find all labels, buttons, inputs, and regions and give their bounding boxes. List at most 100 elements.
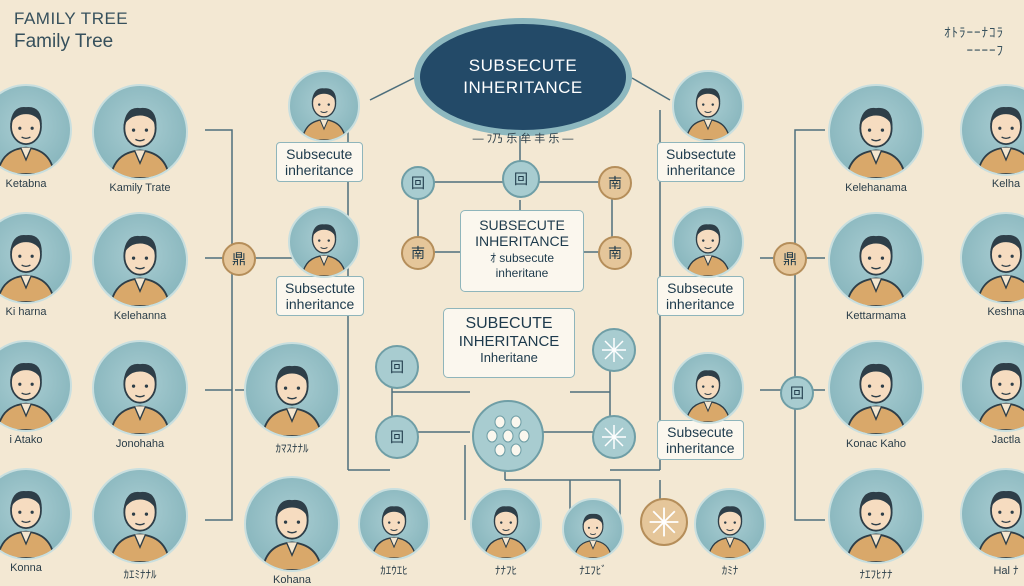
portrait-label: Konna [10, 562, 42, 574]
node-gold-icon: 南 [598, 236, 632, 270]
portrait-label: Kelehanna [113, 310, 167, 322]
portrait-avatar [92, 340, 188, 436]
node-sunburst-icon [592, 328, 636, 372]
center-box-upper: SUBSECUTE INHERITANCE ｵ subsecute inheri… [460, 210, 584, 292]
tag-left-mid: Subsectute inheritance [276, 276, 365, 317]
title: Family Tree [14, 31, 114, 52]
tag-line: inheritance [285, 296, 355, 313]
tag-right-low: Subsecute inheritance [657, 420, 744, 461]
node-square-icon: 回 [502, 160, 540, 198]
seal-glyph: 鼎 [232, 251, 246, 267]
square-glyph: 回 [390, 359, 404, 375]
node-square-icon: 回 [375, 415, 419, 459]
japanese-heading-line2: ｰｰｰｰﾌ [966, 43, 1004, 58]
person-icon [261, 499, 323, 570]
portrait-label: Hal ﾅ [993, 565, 1019, 577]
portrait-avatar [92, 212, 188, 308]
portrait-label: Jactla [991, 434, 1021, 446]
portrait-label: ｶｴﾐﾅﾅﾙ [123, 569, 157, 581]
center-upper-line1: SUBSECUTE [479, 217, 565, 233]
node-sunburst-icon [640, 498, 688, 546]
portrait-label: Kohana [273, 574, 311, 586]
person-icon [976, 106, 1024, 174]
oval-subtitle: — ﾌ乃 乐 牟 丰 乐 — [472, 133, 574, 145]
portrait-avatar [672, 70, 744, 142]
person-icon [109, 491, 171, 562]
person-icon [707, 506, 753, 558]
portrait-avatar [244, 342, 340, 438]
portrait-avatar [0, 340, 72, 432]
cluster-node-icon [472, 400, 544, 472]
portrait-avatar [828, 468, 924, 564]
person-icon [109, 235, 171, 306]
sunburst-icon [649, 507, 679, 537]
portrait-label: ﾅﾅﾌﾋ [495, 565, 517, 577]
person-icon [0, 490, 56, 558]
center-lower-line2: INHERITANCE [458, 333, 560, 350]
portrait-avatar [288, 206, 360, 278]
node-gold-icon: 南 [598, 166, 632, 200]
person-icon [845, 491, 907, 562]
gold-glyph: 南 [608, 245, 622, 261]
person-icon [976, 362, 1024, 430]
portrait-avatar [244, 476, 340, 572]
center-upper-line4: inheritane [495, 266, 549, 280]
sunburst-icon [602, 425, 626, 449]
person-icon [483, 506, 529, 558]
portrait-label: ﾅｴﾌﾋﾅﾅ [859, 569, 893, 581]
center-box-lower: SUBECUTE INHERITANCE Inheritane [443, 308, 575, 378]
portrait-label: ｶﾏｽﾅﾅﾙ [275, 443, 309, 455]
japanese-heading-line1: ｵﾄﾗｰｰﾅｺﾗ [944, 25, 1004, 40]
node-square-icon: 回 [401, 166, 435, 200]
person-icon [573, 513, 613, 558]
person-icon [0, 234, 56, 302]
person-icon [845, 107, 907, 178]
gold-glyph: 南 [608, 175, 622, 191]
square-glyph: 回 [790, 385, 804, 401]
tag-line: inheritance [285, 162, 354, 179]
center-upper-line3: ｵ subsecute [489, 251, 555, 265]
portrait-avatar [92, 468, 188, 564]
oval-line1: SUBSECUTE [468, 56, 578, 75]
person-icon [109, 363, 171, 434]
tag-line: inheritance [666, 162, 736, 179]
portrait-label: ｶﾐﾅ [721, 565, 739, 577]
person-icon [685, 224, 731, 276]
portrait-avatar [0, 212, 72, 304]
tag-line: Subsectute [285, 280, 356, 296]
node-square-icon: 回 [375, 345, 419, 389]
portrait-label: ﾅｴﾌﾋﾞ [579, 565, 607, 577]
node-seal-icon: 鼎 [222, 242, 256, 276]
tag-left-top: Subsecute inheritance [276, 142, 363, 183]
person-icon [371, 506, 417, 558]
node-square-icon: 回 [780, 376, 814, 410]
tag-line: Subsecute [667, 280, 734, 296]
seal-glyph: 鼎 [783, 251, 797, 267]
square-glyph: 回 [514, 171, 528, 187]
tag-line: inheritance [666, 440, 735, 457]
portrait-label: Kamily Trate [109, 182, 171, 194]
portrait-avatar [358, 488, 430, 560]
portrait-avatar [672, 206, 744, 278]
portrait-label: Kettarmama [846, 310, 906, 322]
node-sunburst-icon [592, 415, 636, 459]
person-icon [0, 362, 56, 430]
portrait-avatar [0, 84, 72, 176]
portrait-avatar [470, 488, 542, 560]
portrait-avatar [828, 212, 924, 308]
person-icon [976, 490, 1024, 558]
portrait-avatar [828, 84, 924, 180]
person-icon [976, 234, 1024, 302]
portrait-avatar [92, 84, 188, 180]
title-upper: FAMILY TREE [14, 9, 129, 28]
person-icon [845, 363, 907, 434]
gold-glyph: 南 [411, 245, 425, 261]
center-lower-line3: Inheritane [480, 350, 538, 365]
portrait-avatar [672, 352, 744, 424]
tag-line: Subsecute [286, 146, 353, 162]
portrait-label: Kelha [991, 178, 1021, 190]
person-icon [109, 107, 171, 178]
egg-cluster-icon [486, 415, 530, 457]
central-title-oval: SUBSECUTE INHERITANCE [414, 18, 632, 136]
